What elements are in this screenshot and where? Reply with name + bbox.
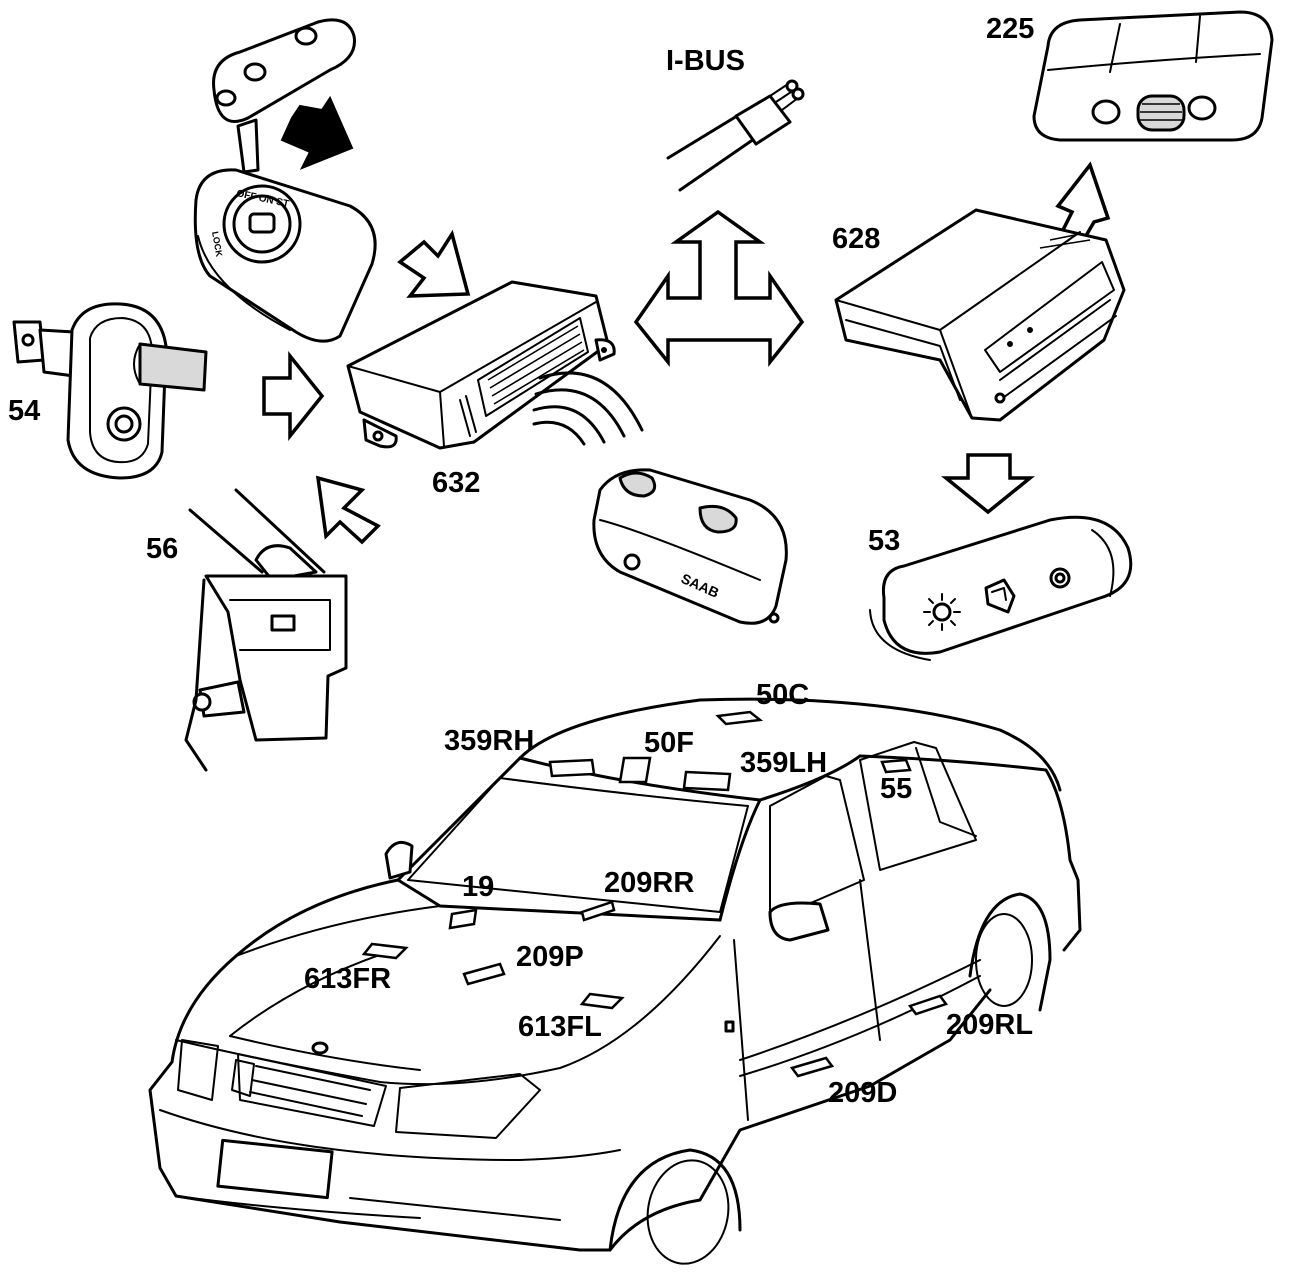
- arrow-from-hood-switch-icon: [315, 475, 381, 545]
- ignition-lock-side-text: LOCK: [210, 231, 224, 258]
- arrow-from-door-switch-icon: [262, 351, 325, 441]
- ignition-key: [212, 18, 356, 174]
- radio-signal-icon: [532, 371, 644, 446]
- remote-fob: SAAB: [592, 468, 788, 625]
- label-225: 225: [986, 13, 1034, 45]
- arrow-to-remote-icon: [941, 453, 1035, 515]
- interior-lamp-225: [1032, 10, 1274, 142]
- light-icon: [923, 593, 961, 631]
- control-module-628: [834, 208, 1126, 422]
- label-359rh: 359RH: [444, 725, 534, 757]
- sensor-613fr: [361, 942, 409, 960]
- sensor-209d: [789, 1056, 835, 1078]
- label-628: 628: [832, 223, 880, 255]
- sensor-209rr: [580, 900, 616, 922]
- sensor-markers: [361, 710, 949, 1078]
- sensor-50c: [715, 710, 764, 726]
- sensor-50f: [618, 756, 652, 784]
- label-209rl: 209RL: [946, 1009, 1033, 1041]
- sensor-55: [880, 758, 912, 774]
- button-icon: [1049, 567, 1071, 589]
- ignition-switch: OFF ON ST LOCK: [193, 168, 377, 343]
- sensor-209rl: [907, 994, 949, 1016]
- label-19: 19: [462, 871, 494, 903]
- sensor-359rh: [548, 758, 596, 778]
- door-switch-54: [12, 302, 208, 480]
- sensor-359lh: [682, 770, 732, 792]
- label-53: 53: [868, 525, 900, 557]
- label-632: 632: [432, 467, 480, 499]
- hood-switch-56: [184, 488, 348, 772]
- label-50f: 50F: [644, 727, 694, 759]
- car-outline: [148, 697, 1082, 1265]
- insert-key-arrow-icon: [280, 95, 354, 170]
- bus-connection-arrow-icon: [633, 209, 805, 367]
- sensor-613fl: [579, 992, 625, 1010]
- remote-key-53: [869, 515, 1133, 661]
- label-i-bus: I-BUS: [666, 45, 745, 77]
- i-bus-cable: [666, 79, 805, 192]
- label-613fr: 613FR: [304, 963, 391, 995]
- sensor-19: [448, 908, 478, 930]
- label-209p: 209P: [516, 941, 584, 973]
- label-54: 54: [8, 395, 40, 427]
- label-613fl: 613FL: [518, 1011, 602, 1043]
- alarm-control-unit-632: [346, 280, 616, 450]
- label-55: 55: [880, 773, 912, 805]
- label-359lh: 359LH: [740, 747, 827, 779]
- arrow-from-ignition-icon: [397, 229, 471, 298]
- door-icon: [984, 578, 1016, 614]
- label-209rr: 209RR: [604, 867, 694, 899]
- sensor-209p: [462, 962, 506, 986]
- label-50c: 50C: [756, 679, 809, 711]
- label-56: 56: [146, 533, 178, 565]
- label-209d: 209D: [828, 1077, 897, 1109]
